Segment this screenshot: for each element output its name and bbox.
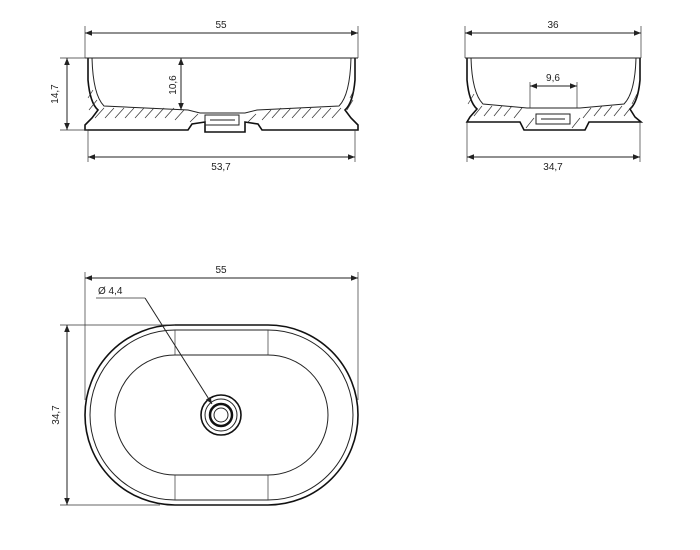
top-view: 55 Ø 4,4 34,7 bbox=[51, 265, 359, 506]
end-drain-width-label: 9,6 bbox=[546, 73, 560, 84]
top-depth-label: 34,7 bbox=[51, 405, 62, 425]
end-bottom-width-label: 34,7 bbox=[543, 162, 563, 173]
side-bottom-width-label: 53,7 bbox=[211, 162, 231, 173]
end-width-label: 36 bbox=[547, 20, 559, 31]
end-view: 36 9,6 34,7 bbox=[464, 20, 644, 173]
drain-diameter-label: Ø 4,4 bbox=[98, 286, 123, 297]
drain-outer-circle bbox=[200, 394, 242, 436]
side-width-label: 55 bbox=[215, 20, 227, 31]
side-hatching bbox=[87, 89, 355, 123]
side-height-label: 14,7 bbox=[50, 84, 61, 104]
side-depth-label: 10,6 bbox=[168, 75, 179, 95]
top-width-label: 55 bbox=[215, 265, 227, 276]
end-hatching bbox=[467, 93, 638, 129]
side-view: 55 bbox=[50, 20, 359, 173]
